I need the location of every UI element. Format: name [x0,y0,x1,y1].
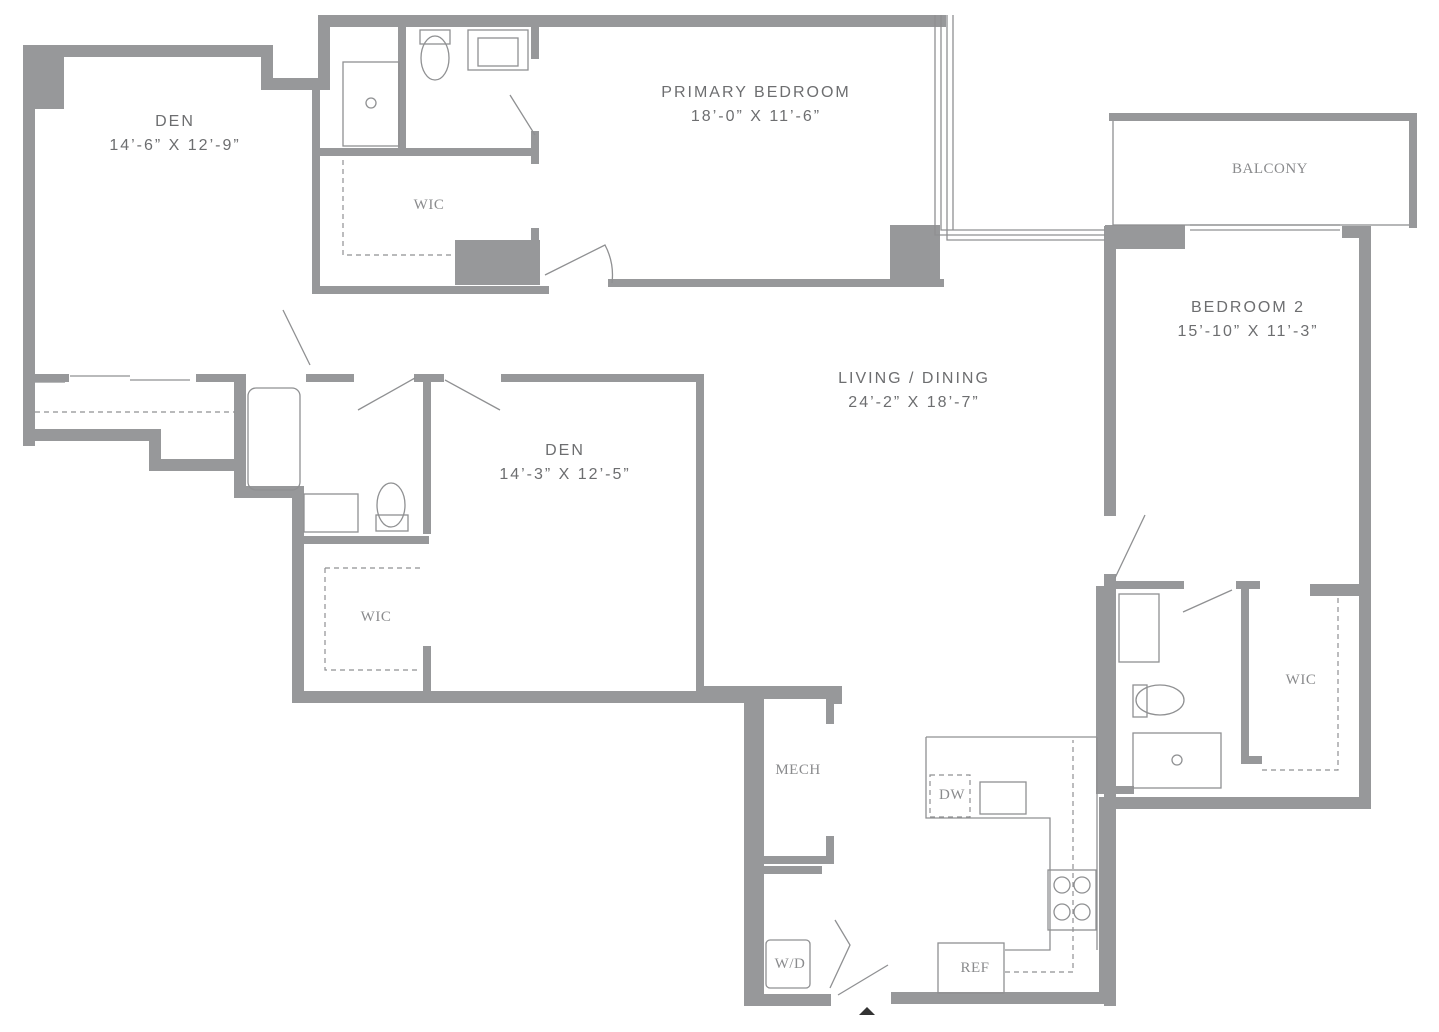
interior-walls [25,25,1262,999]
room-name: LIVING / DINING [838,370,990,387]
room-primary-bedroom: PRIMARY BEDROOM 18’-0” X 11’-6” [661,81,850,129]
label-ref: REF [960,960,990,976]
room-name: DEN [545,442,585,459]
label-mech: MECH [775,762,821,778]
label-balcony: BALCONY [1231,161,1309,177]
room-bedroom-2: BEDROOM 2 15’-10” X 11’-3” [1177,296,1318,344]
room-name: PRIMARY BEDROOM [661,84,851,101]
room-dims: 14’-6” X 12’-9” [109,137,241,154]
label-dw: DW [939,787,965,803]
room-den-center: DEN 14’-3” X 12’-5” [499,439,630,487]
label-wic-den: WIC [360,609,392,625]
label-wd: W/D [774,956,806,972]
fixtures [247,29,1222,1015]
room-living-dining: LIVING / DINING 24’-2” X 18’-7” [838,367,990,415]
exterior-walls [23,15,1417,1006]
room-name: BEDROOM 2 [1190,299,1305,316]
doors [282,94,1233,996]
room-dims: 14’-3” X 12’-5” [499,466,631,483]
room-dims: 24’-2” X 18’-7” [848,394,980,411]
room-den-left: DEN 14’-6” X 12’-9” [109,110,240,158]
closet-dashes [35,160,1339,771]
label-wic-primary: WIC [413,197,445,213]
room-dims: 18’-0” X 11’-6” [690,108,822,125]
label-wic-bedroom2: WIC [1285,672,1317,688]
room-dims: 15’-10” X 11’-3” [1177,323,1319,340]
room-name: DEN [155,113,195,130]
